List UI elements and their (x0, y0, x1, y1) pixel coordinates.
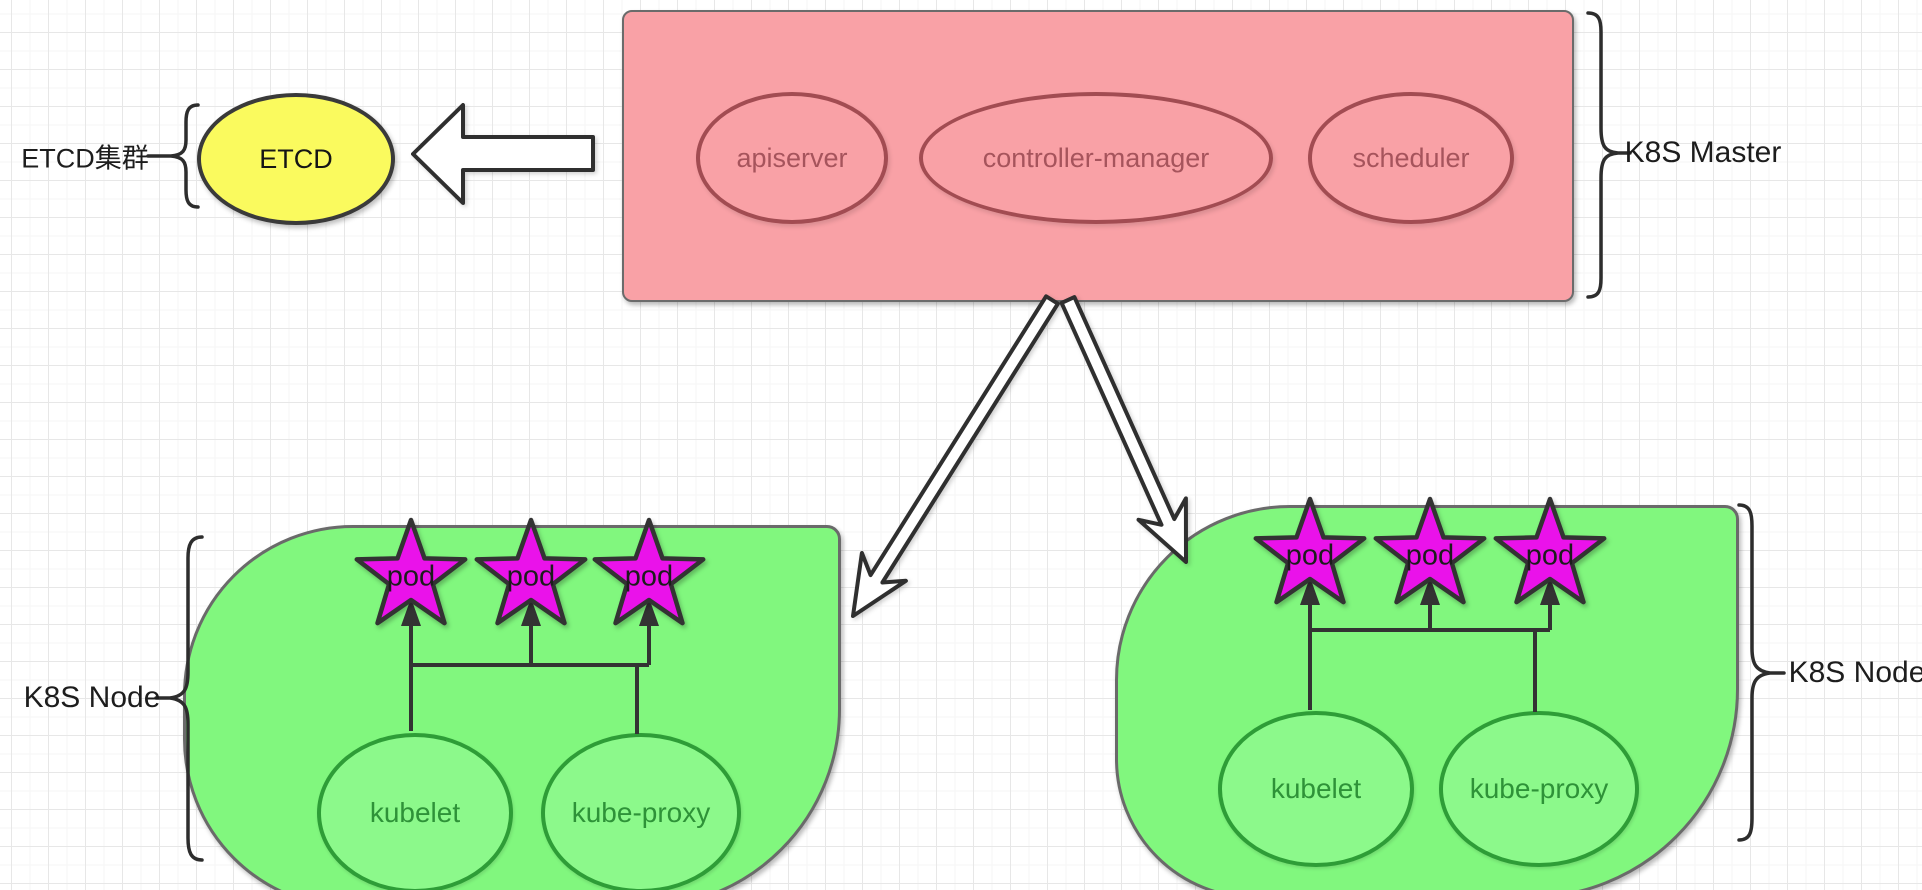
etcd-brace[interactable] (146, 103, 200, 209)
k8s-node-left-label: K8S Node (23, 681, 161, 714)
master-to-left-node-arrow[interactable] (851, 294, 1060, 618)
k8s-node-right-brace[interactable] (1737, 503, 1786, 842)
master-to-etcd-arrow[interactable] (411, 103, 595, 205)
etcd-group-label: ETCD集群 (21, 143, 149, 174)
left-kube-proxy-ellipse[interactable]: kube-proxy (541, 733, 741, 890)
right-kube-proxy-ellipse[interactable]: kube-proxy (1439, 711, 1639, 867)
pod-label: pod (1525, 539, 1575, 572)
k8s-master-label: K8S Master (1624, 136, 1782, 169)
pod-label: pod (1405, 539, 1455, 572)
pod-label: pod (386, 560, 436, 593)
scheduler-ellipse[interactable]: scheduler (1308, 92, 1514, 224)
k8s-node-right-label: K8S Node (1788, 656, 1922, 689)
controller-manager-ellipse[interactable]: controller-manager (919, 92, 1273, 224)
pod-label: pod (624, 560, 674, 593)
left-kubelet-ellipse[interactable]: kubelet (317, 733, 513, 890)
apiserver-ellipse[interactable]: apiserver (696, 92, 888, 224)
right-kubelet-ellipse[interactable]: kubelet (1218, 711, 1414, 867)
master-to-right-node-arrow[interactable] (1059, 295, 1188, 564)
pod-label: pod (1285, 539, 1335, 572)
pod-label: pod (506, 560, 556, 593)
etcd-ellipse[interactable]: ETCD (197, 93, 395, 225)
